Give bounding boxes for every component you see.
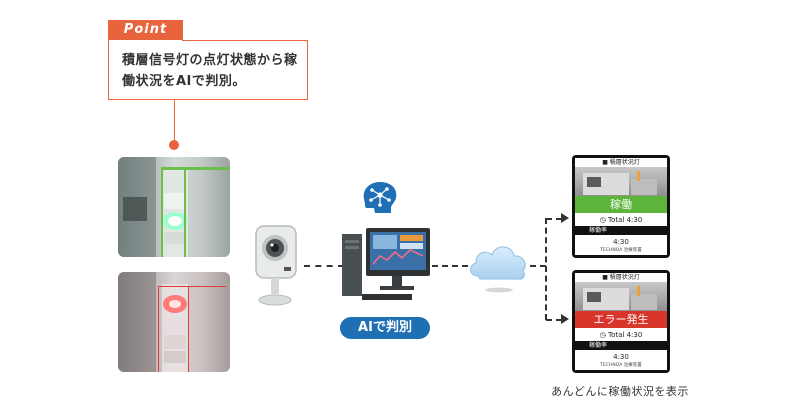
connector-branch-bottom — [546, 319, 562, 321]
card-footer: TECHNOA 治療装置 — [600, 248, 642, 253]
card-footer: TECHNOA 治療装置 — [600, 363, 642, 368]
card-total: ◷ Total 4:30 — [599, 216, 643, 224]
point-text: 積層信号灯の点灯状態から稼働状況をAIで判別。 — [122, 53, 298, 89]
status-label-running: 稼働 — [575, 196, 667, 213]
point-box — [108, 40, 308, 100]
card-rate-bar: 稼働率 — [575, 341, 667, 350]
point-tag: Point — [108, 20, 183, 40]
andon-card-error: ■ 積層状況灯 エラー発生 ◷ Total 4:30 稼働率 4:30 TECH… — [572, 270, 670, 373]
machine-illustration — [583, 171, 657, 195]
andon-caption: あんどんに稼働状況を表示 — [551, 385, 689, 398]
connector-cloud-branch — [530, 265, 546, 267]
card-time: 4:30 — [613, 238, 629, 246]
network-camera-icon — [255, 225, 297, 306]
arrow-right-icon — [561, 213, 569, 223]
card-machine-photo — [575, 167, 667, 197]
connector-camera-computer — [304, 265, 344, 267]
card-rate-label: 稼働率 — [589, 227, 608, 234]
connector-branch-vertical — [545, 218, 547, 320]
arrow-right-icon — [561, 314, 569, 324]
card-header: ■ 積層状況灯 — [575, 273, 667, 282]
card-rate-label: 稼働率 — [589, 342, 608, 349]
machine-illustration — [583, 286, 657, 310]
ai-judge-badge: AIで判別 — [340, 317, 430, 339]
signal-tower-red-illustration — [118, 272, 226, 372]
signal-tower-photo-green — [118, 157, 230, 257]
card-machine-photo — [575, 282, 667, 312]
card-total: ◷ Total 4:30 — [599, 331, 643, 339]
callout-leader-line — [174, 100, 175, 142]
cloud-icon — [470, 246, 526, 293]
computer-icon — [342, 228, 430, 300]
connector-branch-top — [546, 218, 562, 220]
connector-computer-cloud — [432, 265, 468, 267]
card-rate-bar: 稼働率 — [575, 226, 667, 235]
andon-card-running: ■ 積層状況灯 稼働 ◷ Total 4:30 稼働率 4:30 TECHNOA… — [572, 155, 670, 258]
status-label-error: エラー発生 — [575, 311, 667, 328]
card-header: ■ 積層状況灯 — [575, 158, 667, 167]
ai-brain-icon — [363, 182, 397, 213]
card-time: 4:30 — [613, 353, 629, 361]
callout-leader-dot — [169, 140, 179, 150]
signal-tower-green-illustration — [118, 157, 230, 257]
signal-tower-photo-red — [118, 272, 230, 372]
